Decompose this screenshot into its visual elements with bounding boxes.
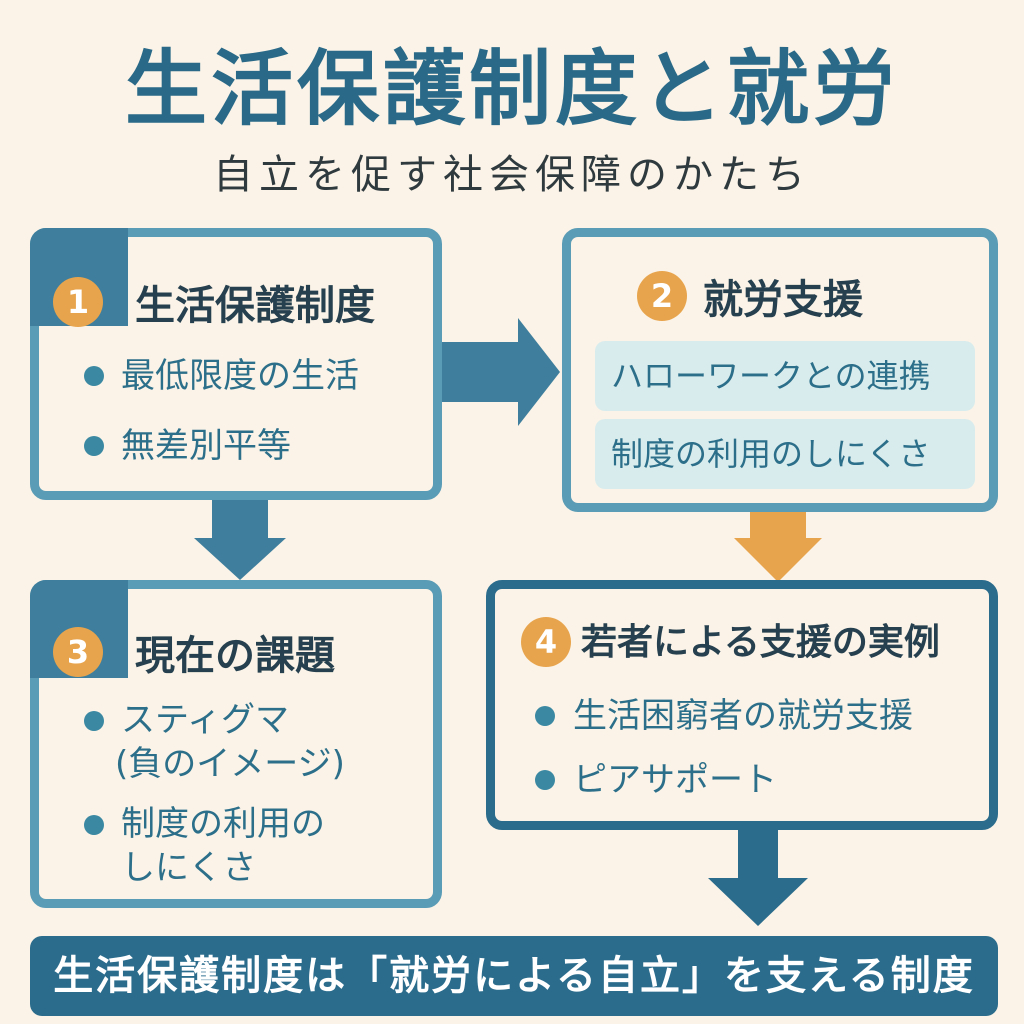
box-3-current-issues: 3 現在の課題 スティグマ (負のイメージ) 制度の利用の しにくさ bbox=[30, 580, 442, 908]
subtitle: 自立を促す社会保障のかたち bbox=[213, 152, 811, 198]
bullet-icon bbox=[84, 711, 104, 731]
box-4-item: ピアサポート bbox=[573, 760, 777, 800]
box-2-employment-support: 2 就労支援 ハローワークとの連携 制度の利用のしにくさ bbox=[562, 228, 998, 512]
bullet-icon bbox=[84, 815, 104, 835]
bullet-icon bbox=[84, 436, 104, 456]
box-1-title: 生活保護制度 bbox=[135, 283, 375, 329]
number-badge-3: 3 bbox=[53, 627, 103, 677]
box-4-item: 生活困窮者の就労支援 bbox=[573, 696, 913, 736]
box-1-item: 無差別平等 bbox=[121, 426, 291, 466]
box-4-youth-support-examples: 4 若者による支援の実例 生活困窮者の就労支援 ピアサポート bbox=[486, 580, 998, 830]
number-badge-1: 1 bbox=[53, 277, 103, 327]
box-2-pill: 制度の利用のしにくさ bbox=[595, 419, 975, 489]
box-3-item: しにくさ bbox=[121, 848, 257, 888]
box-2-title: 就労支援 bbox=[703, 277, 863, 323]
bullet-icon bbox=[535, 706, 555, 726]
arrow-down-2-to-4 bbox=[734, 498, 822, 582]
box-3-item: (負のイメージ) bbox=[115, 744, 345, 784]
box-2-pill: ハローワークとの連携 bbox=[595, 341, 975, 411]
arrow-right-1-to-2 bbox=[438, 318, 560, 426]
arrow-down-1-to-3 bbox=[194, 498, 286, 580]
bullet-icon bbox=[84, 366, 104, 386]
box-1-item: 最低限度の生活 bbox=[121, 356, 359, 396]
number-badge-2: 2 bbox=[637, 271, 687, 321]
box-3-item: 制度の利用の bbox=[121, 804, 325, 844]
box-3-title: 現在の課題 bbox=[135, 633, 335, 679]
main-title: 生活保護制度と就労 bbox=[124, 42, 899, 137]
conclusion-banner: 生活保護制度は「就労による自立」を支える制度 bbox=[30, 936, 998, 1016]
number-badge-4: 4 bbox=[521, 617, 571, 667]
box-3-item: スティグマ bbox=[121, 700, 289, 740]
bullet-icon bbox=[535, 770, 555, 790]
box-1-livelihood-protection: 1 生活保護制度 最低限度の生活 無差別平等 bbox=[30, 228, 442, 500]
arrow-down-4-to-banner bbox=[708, 826, 808, 926]
box-4-title: 若者による支援の実例 bbox=[581, 622, 940, 663]
